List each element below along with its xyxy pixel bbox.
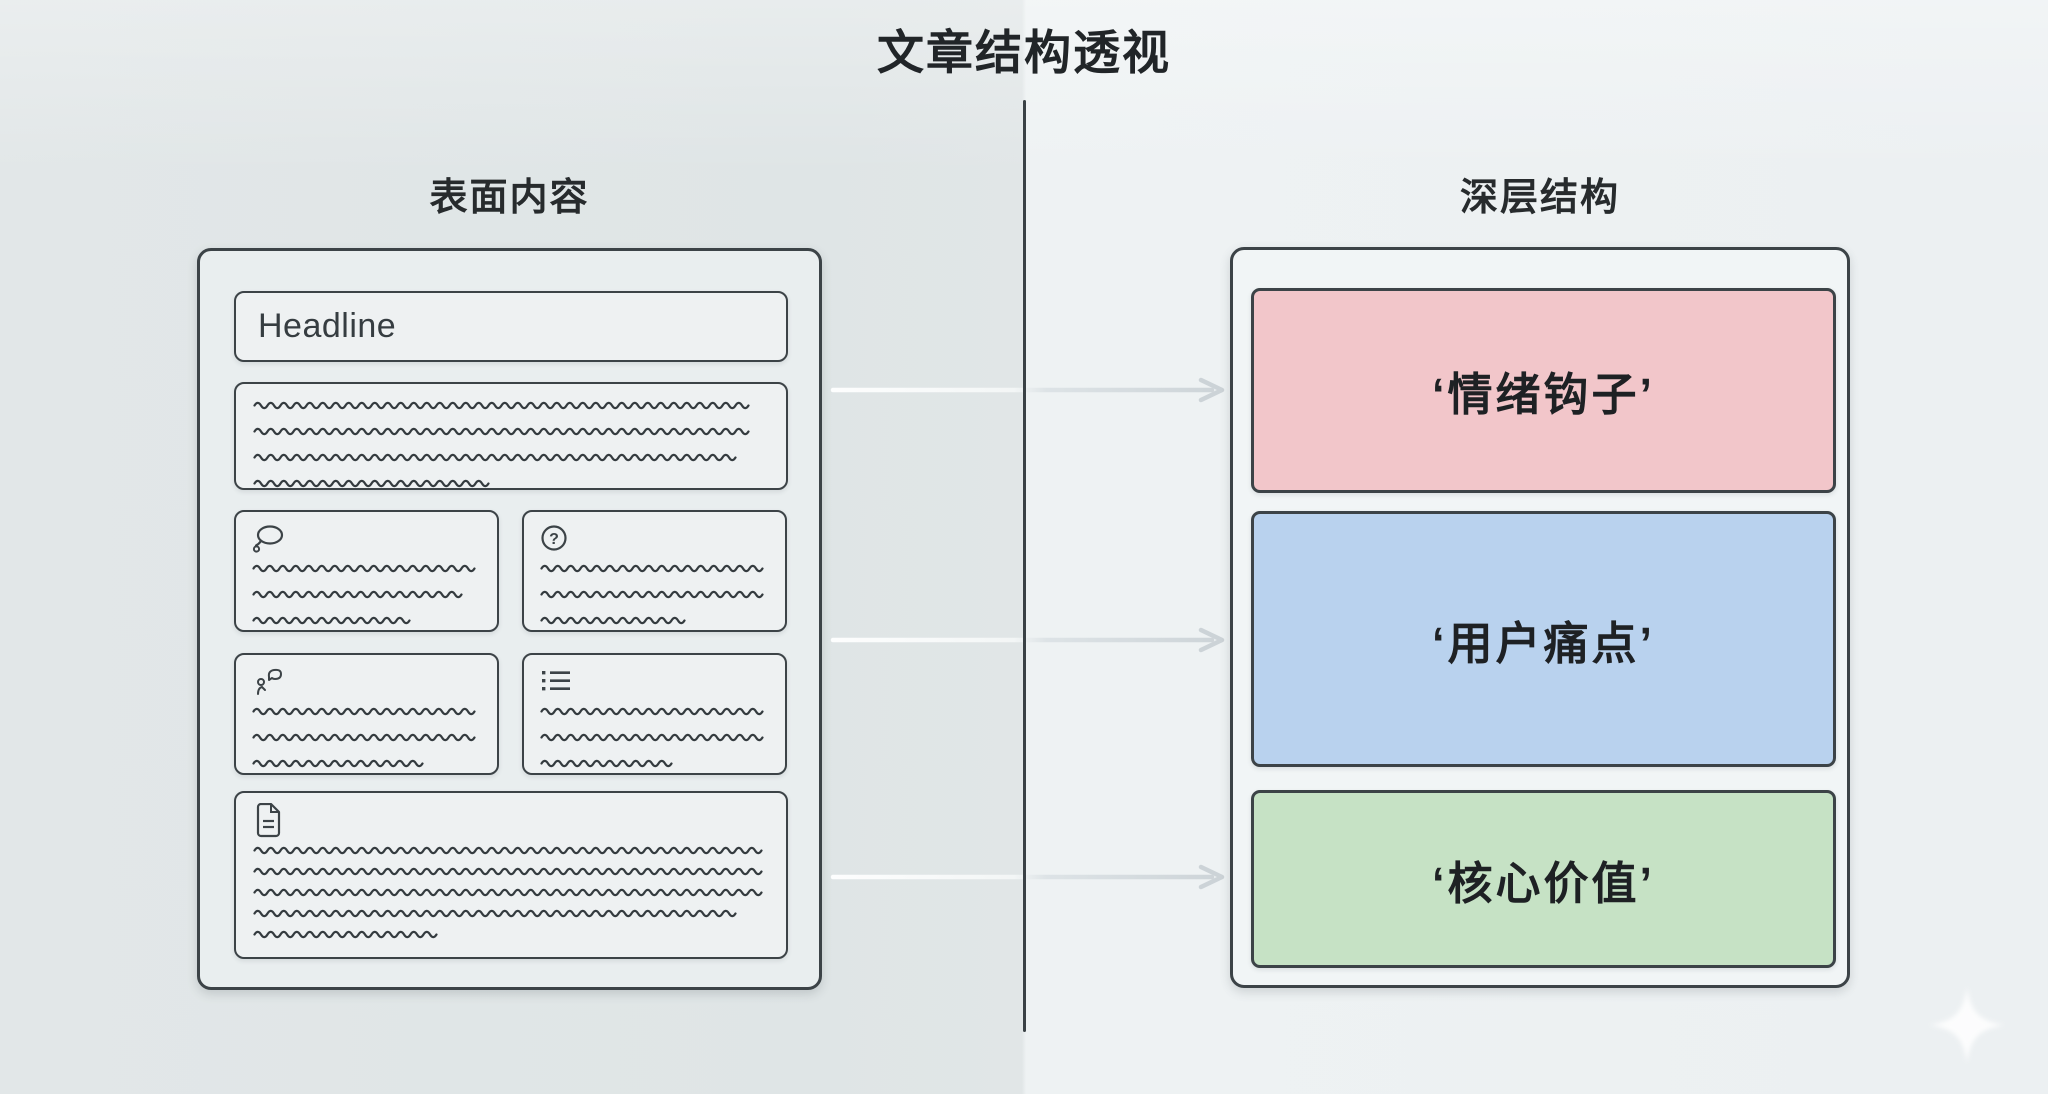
question-block: ?	[522, 510, 787, 632]
arrow-pain	[830, 627, 1225, 653]
placeholder-text-lines	[252, 705, 481, 769]
core-value-box: ‘核心价值’	[1251, 790, 1836, 968]
sparkle-icon	[1929, 987, 2005, 1063]
list-block	[522, 653, 787, 775]
emotional-hook-label: ‘情绪钩子’	[1431, 369, 1655, 420]
deep-structure-card: ‘情绪钩子’ ‘用户痛点’ ‘核心价值’	[1230, 247, 1850, 988]
speaker-block	[234, 653, 499, 775]
quote-block	[234, 510, 499, 632]
headline-text: Headline	[258, 307, 397, 345]
person-speaking-icon	[257, 668, 282, 695]
core-value-label: ‘核心价值’	[1431, 857, 1655, 909]
user-painpoint-label: ‘用户痛点’	[1431, 617, 1655, 669]
bullet-list-icon	[542, 671, 570, 691]
svg-text:?: ?	[549, 531, 559, 548]
page-title: 文章结构透视	[877, 26, 1171, 79]
document-icon	[256, 803, 281, 838]
body-paragraph-box	[234, 791, 788, 959]
surface-content-card: Headline ?	[197, 248, 822, 990]
intro-paragraph-box	[234, 382, 788, 490]
question-mark-icon: ?	[541, 525, 567, 551]
headline-box: Headline	[234, 291, 788, 362]
arrow-hook	[830, 377, 1225, 403]
placeholder-text-lines	[540, 705, 769, 769]
center-divider-line	[1023, 100, 1026, 1032]
emotional-hook-box: ‘情绪钩子’	[1251, 288, 1836, 493]
placeholder-text-lines	[252, 562, 481, 626]
placeholder-text-lines	[253, 399, 769, 489]
placeholder-text-lines	[253, 844, 769, 940]
placeholder-text-lines	[540, 562, 769, 626]
right-column-header: 深层结构	[1459, 177, 1620, 219]
thought-bubble-icon	[252, 525, 284, 553]
left-column-header: 表面内容	[429, 177, 590, 219]
arrow-value	[830, 864, 1225, 890]
user-painpoint-box: ‘用户痛点’	[1251, 511, 1836, 767]
